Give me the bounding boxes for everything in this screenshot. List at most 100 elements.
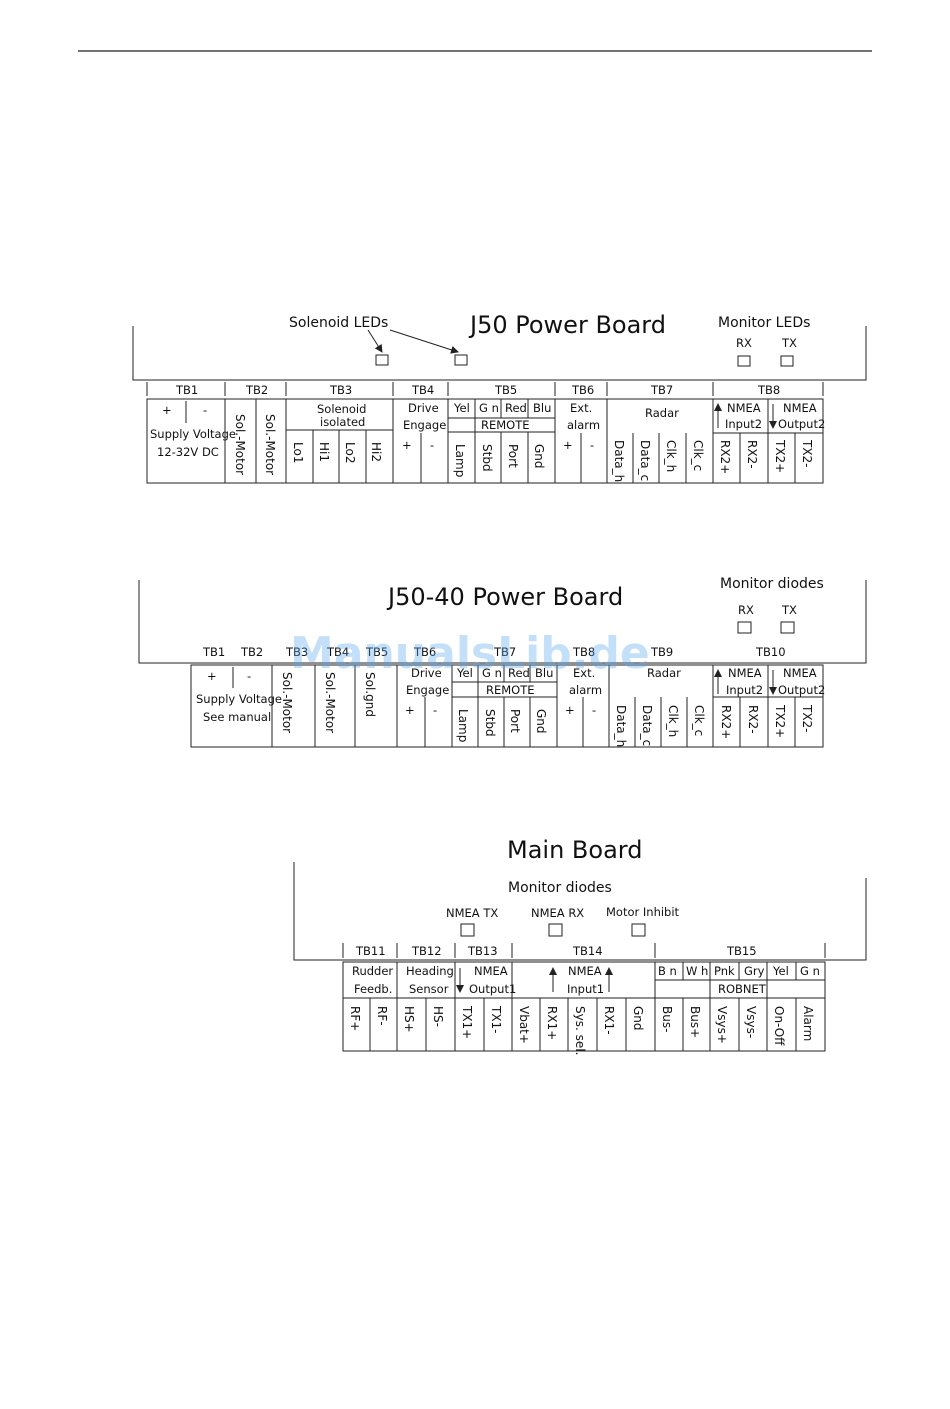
svg-text:TB7: TB7 [650,383,673,397]
svg-text:Data_h: Data_h [614,705,628,747]
monitor-diodes-label-2: Monitor diodes [720,576,824,592]
svg-text:NMEA: NMEA [728,666,762,680]
svg-text:On-Off: On-Off [772,1006,786,1046]
svg-text:Sol.-Motor: Sol.-Motor [280,672,294,733]
svg-text:HS+: HS+ [402,1006,416,1033]
rx-diode [737,621,752,634]
svg-text:RX2+: RX2+ [718,440,732,474]
svg-text:Bus-: Bus- [660,1006,674,1032]
svg-text:Radar: Radar [645,406,679,420]
monitor-leds-label: Monitor LEDs [718,315,810,331]
svg-text:RF-: RF- [375,1006,389,1026]
svg-text:TB13: TB13 [467,944,498,958]
nmea-tx-diode [460,923,475,937]
solenoid-led-1 [375,354,389,366]
svg-text:Input2: Input2 [725,417,762,431]
svg-text:Pnk: Pnk [714,964,735,978]
monitor-diodes-label-3: Monitor diodes [508,880,612,896]
svg-text:TB7: TB7 [493,645,516,659]
svg-text:TB9: TB9 [650,645,673,659]
svg-text:NMEA: NMEA [568,964,602,978]
svg-text:Motor Inhibit: Motor Inhibit [606,905,680,919]
svg-text:Lo1: Lo1 [291,442,305,463]
rx-led [737,355,751,367]
svg-text:Bus+: Bus+ [688,1006,702,1038]
tx-led [780,355,794,367]
svg-text:Supply Voltage: Supply Voltage [196,692,282,706]
svg-text:Lamp: Lamp [456,709,470,742]
svg-text:TB4: TB4 [411,383,434,397]
svg-text:Ext.: Ext. [570,401,592,415]
svg-text:Port: Port [508,709,522,733]
svg-text:TX2+: TX2+ [773,704,787,738]
svg-text:Stbd: Stbd [483,709,497,737]
svg-text:TB10: TB10 [755,645,786,659]
nmea-rx-diode [548,923,563,937]
svg-text:B n: B n [658,964,677,978]
svg-text:Yel: Yel [456,666,473,680]
svg-text:Rudder: Rudder [352,964,393,978]
svg-text:TB8: TB8 [757,383,780,397]
svg-text:TX2+: TX2+ [773,439,787,473]
svg-text:TB6: TB6 [413,645,436,659]
svg-text:Sol.-Motor: Sol.-Motor [323,672,337,733]
svg-text:TX: TX [781,603,797,617]
svg-text:REMOTE: REMOTE [481,418,530,432]
svg-text:Port: Port [506,444,520,468]
svg-text:Red: Red [505,401,527,415]
svg-text:TB8: TB8 [572,645,595,659]
svg-text:TX: TX [781,336,797,350]
svg-text:Vbat+: Vbat+ [517,1006,531,1044]
svg-text:+: + [207,669,217,683]
svg-text:ROBNET: ROBNET [718,982,767,996]
svg-text:TX2-: TX2- [800,439,814,468]
svg-text:RX2-: RX2- [746,705,760,734]
board2-title: J50-40 Power Board [386,583,623,611]
svg-text:+: + [565,703,575,717]
svg-text:Gnd: Gnd [532,444,546,469]
svg-text:-: - [247,669,251,683]
svg-text:See manual: See manual [203,710,271,724]
svg-text:Sys. sel.: Sys. sel. [573,1006,587,1055]
svg-text:12-32V DC: 12-32V DC [157,445,219,459]
svg-text:Drive: Drive [411,666,442,680]
svg-text:Ext.: Ext. [573,666,595,680]
svg-text:Supply Voltage: Supply Voltage [150,427,236,441]
svg-text:Blu: Blu [533,401,551,415]
svg-text:TB11: TB11 [355,944,386,958]
svg-text:Red: Red [508,666,530,680]
svg-text:Clk_h: Clk_h [664,440,678,472]
svg-text:Output2: Output2 [778,417,825,431]
svg-text:Clk_c: Clk_c [692,705,706,736]
watermark: ManualsLib.de [290,628,650,679]
solenoid-leds-label: Solenoid LEDs [289,315,388,331]
svg-text:Sol.-Motor: Sol.-Motor [233,414,247,475]
svg-text:Blu: Blu [535,666,553,680]
svg-text:NMEA TX: NMEA TX [446,906,498,920]
main-board: Main Board Monitor diodes NMEA TX NMEA R… [293,836,867,1055]
svg-text:Output1: Output1 [469,982,516,996]
svg-text:TB2: TB2 [240,645,263,659]
svg-text:+: + [162,403,172,417]
svg-text:Input2: Input2 [726,683,763,697]
svg-text:Gnd: Gnd [631,1006,645,1031]
svg-text:Drive: Drive [408,401,439,415]
svg-text:Radar: Radar [647,666,681,680]
svg-text:TB1: TB1 [202,645,225,659]
svg-text:Feedb.: Feedb. [354,982,392,996]
svg-text:Output2: Output2 [778,683,825,697]
svg-text:Clk_c: Clk_c [691,440,705,471]
svg-text:REMOTE: REMOTE [486,683,535,697]
svg-text:TB5: TB5 [365,645,388,659]
svg-text:NMEA: NMEA [474,964,508,978]
svg-text:+: + [563,438,573,452]
svg-text:TB3: TB3 [329,383,352,397]
svg-text:Clk_h: Clk_h [666,705,680,737]
svg-text:TB4: TB4 [326,645,349,659]
svg-text:Data_c: Data_c [638,440,652,481]
svg-text:G n: G n [482,666,502,680]
svg-text:Gry: Gry [744,964,765,978]
svg-text:RX: RX [738,603,754,617]
svg-text:W h: W h [686,964,708,978]
svg-text:TB6: TB6 [571,383,594,397]
